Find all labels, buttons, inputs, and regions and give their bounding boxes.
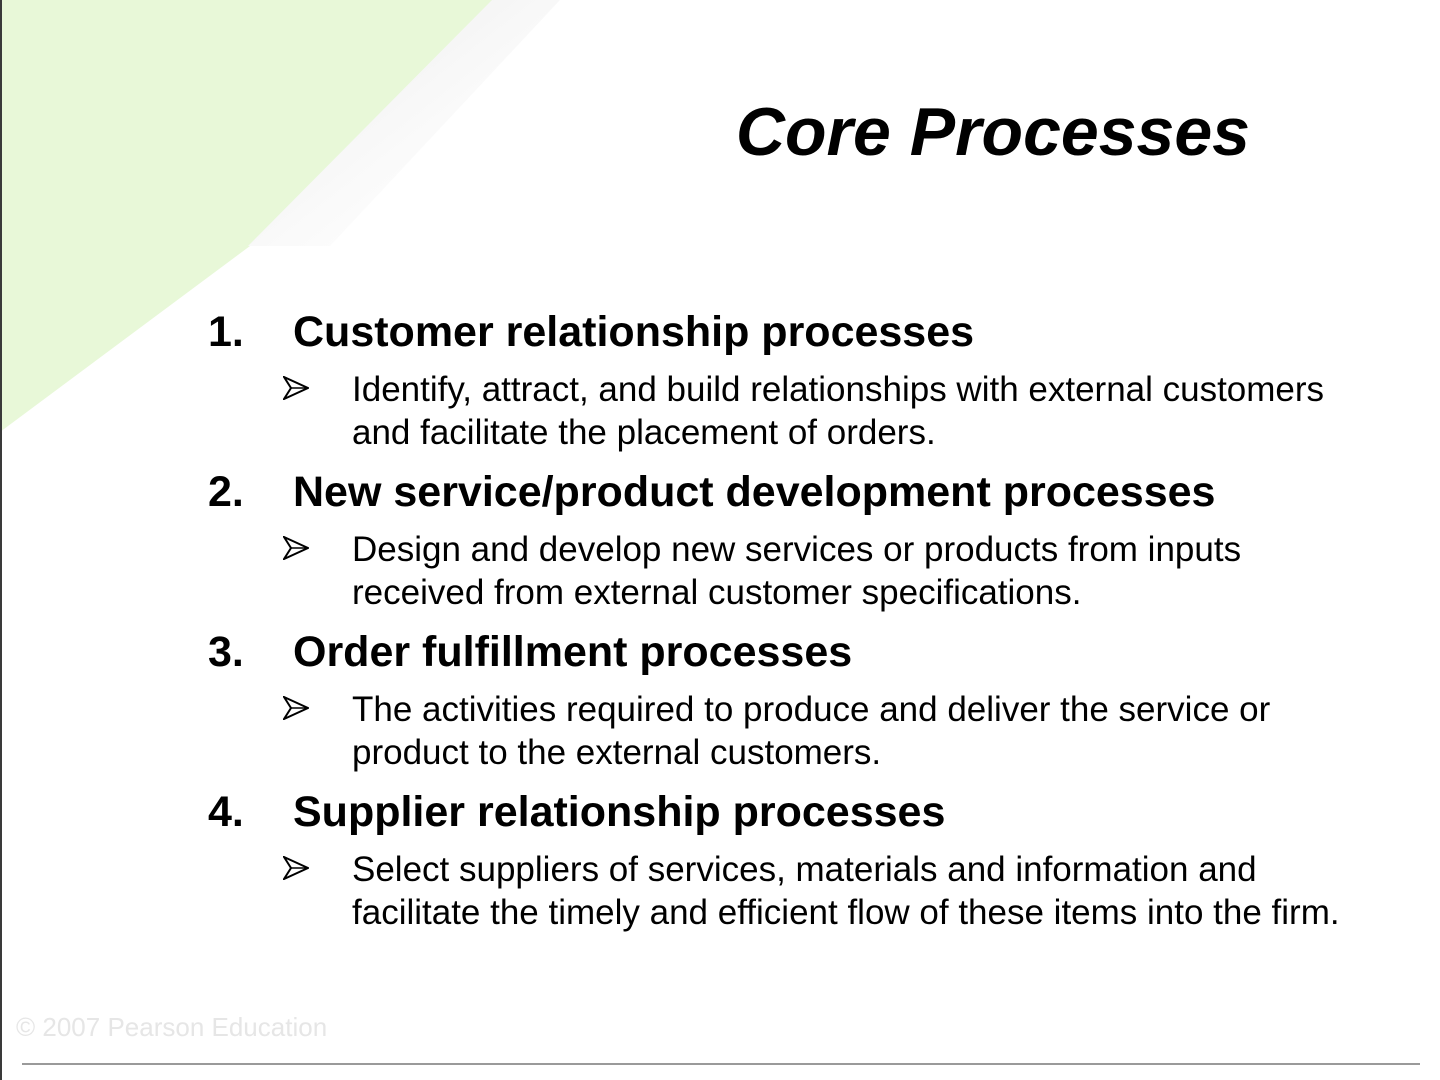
process-number: 3.	[208, 628, 244, 676]
process-heading: Order fulfillment processes	[293, 628, 853, 676]
process-heading-row: 3. Order fulfillment processes	[208, 626, 1408, 678]
slide-title: Core Processes	[735, 94, 1250, 170]
copyright-notice: © 2007 Pearson Education	[16, 1012, 328, 1042]
arrow-bullet-icon	[281, 688, 352, 725]
process-heading: Customer relationship processes	[293, 308, 975, 356]
process-item: 2. New service/product development proce…	[208, 466, 1408, 614]
process-heading-row: 1. Customer relationship processes	[208, 306, 1408, 358]
process-description-row: Identify, attract, and build relationshi…	[208, 368, 1408, 454]
process-description: Design and develop new services or produ…	[352, 530, 1242, 612]
process-description-row: Design and develop new services or produ…	[208, 528, 1408, 614]
process-description: Select suppliers of services, materials …	[352, 850, 1340, 932]
process-list: 1. Customer relationship processes Ident…	[208, 306, 1408, 946]
corner-shadow-shape	[245, 0, 560, 246]
process-description: The activities required to produce and d…	[352, 690, 1271, 772]
process-description: Identify, attract, and build relationshi…	[352, 370, 1325, 452]
process-item: 3. Order fulfillment processes The activ…	[208, 626, 1408, 774]
process-heading-row: 2. New service/product development proce…	[208, 466, 1408, 518]
process-heading-row: 4. Supplier relationship processes	[208, 786, 1408, 838]
process-item: 1. Customer relationship processes Ident…	[208, 306, 1408, 454]
process-heading: New service/product development processe…	[293, 468, 1216, 516]
process-number: 1.	[208, 308, 244, 356]
left-edge-line	[0, 0, 2, 1080]
process-description-row: The activities required to produce and d…	[208, 688, 1408, 774]
arrow-bullet-icon	[281, 528, 352, 565]
footer-divider	[22, 1063, 1420, 1065]
process-number: 2.	[208, 468, 244, 516]
arrow-bullet-icon	[281, 368, 352, 405]
corner-green-shape	[0, 0, 492, 432]
process-number: 4.	[208, 788, 244, 836]
arrow-bullet-icon	[281, 848, 352, 885]
process-heading: Supplier relationship processes	[293, 788, 946, 836]
process-item: 4. Supplier relationship processes Selec…	[208, 786, 1408, 934]
process-description-row: Select suppliers of services, materials …	[208, 848, 1408, 934]
